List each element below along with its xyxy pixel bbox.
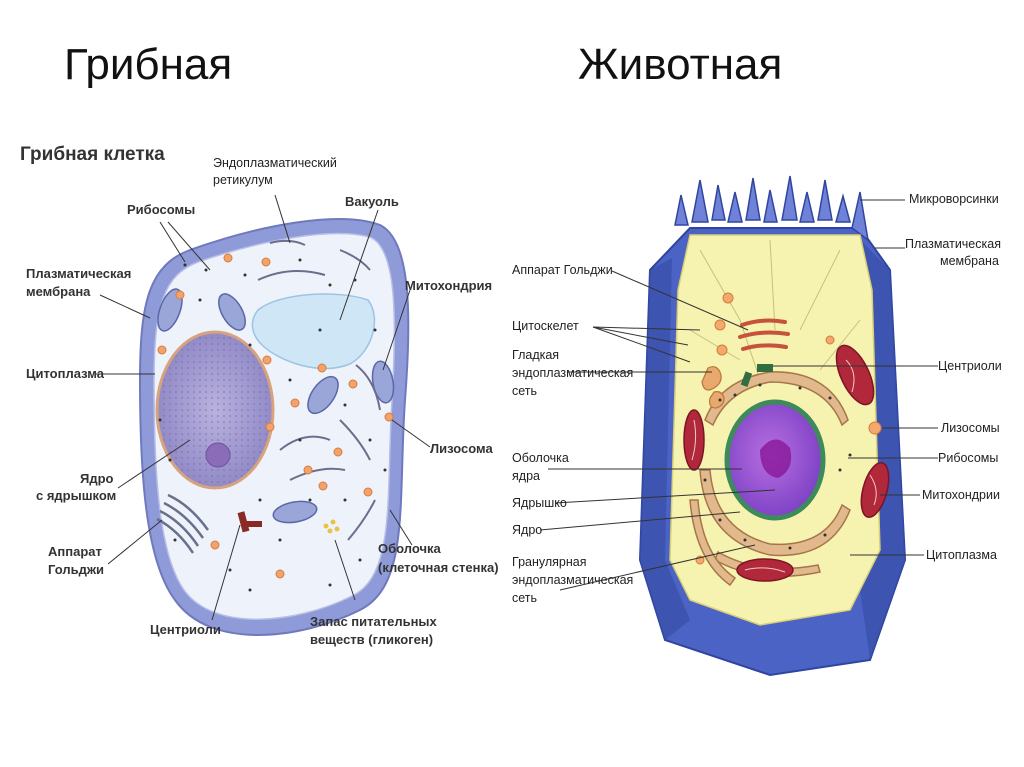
label-fungal-nucleus-1: Ядро xyxy=(80,471,114,486)
animal-smooth-er xyxy=(701,366,725,409)
fungal-ribosomes xyxy=(158,258,387,592)
label-fungal-golgi-2: Гольджи xyxy=(48,562,104,577)
label-fungal-glycogen-2: веществ (гликоген) xyxy=(310,632,433,647)
animal-cytoskeleton xyxy=(689,239,861,381)
fungal-vacuole xyxy=(251,293,376,370)
label-fungal-golgi-1: Аппарат xyxy=(48,544,102,559)
label-animal-microvilli: Микроворсинки xyxy=(909,192,999,206)
fungal-lysosomes xyxy=(157,253,394,579)
label-animal-envelope-2: ядра xyxy=(512,469,540,483)
label-animal-ribosomes: Рибосомы xyxy=(938,451,998,465)
label-animal-cytoskeleton: Цитоскелет xyxy=(512,319,579,333)
label-fungal-membrane-2: мембрана xyxy=(26,284,91,299)
label-animal-golgi: Аппарат Гольджи xyxy=(512,263,613,277)
label-animal-smooth-er-3: сеть xyxy=(512,384,537,398)
label-fungal-lysosome: Лизосома xyxy=(430,441,493,456)
label-animal-nucleolus: Ядрышко xyxy=(512,496,567,510)
fungal-leader-lines xyxy=(96,194,431,621)
label-fungal-nucleus-2: с ядрышком xyxy=(36,488,116,503)
label-animal-rough-er-1: Гранулярная xyxy=(512,555,587,569)
animal-mitochondria xyxy=(683,344,890,582)
label-animal-envelope-1: Оболочка xyxy=(512,451,569,465)
animal-centrioles xyxy=(740,364,773,387)
animal-lysosomes xyxy=(695,292,882,565)
label-animal-smooth-er-2: эндоплазматическая xyxy=(512,366,633,380)
fungal-mitochondria xyxy=(157,288,395,524)
label-fungal-mitochondria: Митохондрия xyxy=(405,278,492,293)
label-animal-membrane-2: мембрана xyxy=(940,254,999,268)
label-animal-nucleus: Ядро xyxy=(512,523,542,537)
label-animal-rough-er-2: эндоплазматическая xyxy=(512,573,633,587)
label-animal-membrane-1: Плазматическая xyxy=(905,237,1001,251)
label-animal-cytoplasm: Цитоплазма xyxy=(926,548,997,562)
animal-golgi xyxy=(738,318,790,351)
fungal-cell: Грибная клетка Эндоплазматический ретику… xyxy=(20,144,499,647)
label-fungal-ribosomes: Рибосомы xyxy=(127,202,195,217)
label-animal-lysosomes: Лизосомы xyxy=(941,421,1000,435)
fungal-centriole xyxy=(237,511,262,533)
label-fungal-membrane-1: Плазматическая xyxy=(26,266,131,281)
fungal-heading: Грибная клетка xyxy=(20,144,165,165)
label-fungal-er-2: ретикулум xyxy=(213,173,273,187)
label-animal-smooth-er-1: Гладкая xyxy=(512,348,559,362)
fungal-er xyxy=(257,239,381,541)
title-fungal: Грибная xyxy=(64,40,233,89)
title-animal: Животная xyxy=(578,40,783,89)
animal-cell: Микроворсинки Плазматическая мембрана Ап… xyxy=(512,175,1002,677)
label-fungal-er-1: Эндоплазматический xyxy=(213,156,337,170)
animal-ribosomes xyxy=(703,383,852,550)
label-fungal-glycogen-1: Запас питательных xyxy=(310,614,438,629)
label-fungal-vacuole: Вакуоль xyxy=(345,194,399,209)
animal-nucleolus xyxy=(760,439,792,478)
fungal-nucleolus xyxy=(205,442,231,468)
label-animal-centrioles: Центриоли xyxy=(938,359,1002,373)
label-fungal-centrioles: Центриоли xyxy=(150,622,221,637)
fungal-glycogen xyxy=(323,519,340,534)
label-fungal-wall-2: (клеточная стенка) xyxy=(378,560,499,575)
animal-leader-lines xyxy=(539,199,938,591)
label-fungal-cytoplasm: Цитоплазма xyxy=(26,366,105,381)
label-fungal-wall-1: Оболочка xyxy=(378,541,442,556)
label-animal-rough-er-3: сеть xyxy=(512,591,537,605)
animal-microvilli xyxy=(674,175,870,242)
label-animal-mitochondria: Митохондрии xyxy=(922,488,1000,502)
